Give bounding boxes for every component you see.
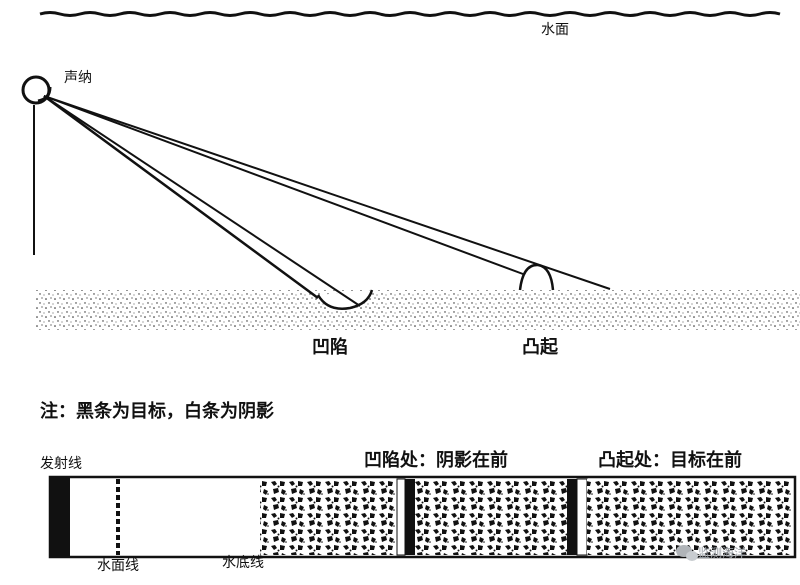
depression-shadow: [396, 478, 406, 556]
seabed: [36, 290, 800, 330]
beam-depression-near: [43, 94, 319, 300]
water-surface-line: [39, 11, 781, 17]
protrusion-label: 凸起: [522, 337, 558, 358]
transmit-line-label: 发射线: [40, 456, 82, 472]
water-surface-line-label: 水面线: [97, 558, 139, 574]
watermark-text: 监测海洋: [698, 546, 747, 560]
legend-note: 注：黑条为目标，白条为阴影: [40, 401, 274, 422]
seabed-texture-1: [260, 479, 397, 555]
sonar-label: 声纳: [64, 70, 92, 86]
depression-label: 凹陷: [312, 337, 348, 358]
seabed-texture-3: [587, 479, 793, 555]
beam-protrusion-near: [43, 95, 524, 275]
depression-caption: 凹陷处：阴影在前: [364, 450, 508, 471]
protrusion-shadow: [576, 478, 588, 556]
protrusion-caption: 凸起处：目标在前: [598, 450, 742, 471]
transmit-pulse-bar: [50, 477, 70, 557]
depression-target: [405, 479, 415, 555]
beam-protrusion-far: [43, 95, 611, 290]
sonar-record-strip: [48, 475, 797, 559]
seabed-texture-2: [415, 479, 567, 555]
beam-depression-far: [43, 95, 361, 307]
wechat-icon: [676, 545, 698, 561]
protrusion-target: [567, 479, 577, 555]
seabed-line-label: 水底线: [222, 555, 264, 571]
water-surface-label: 水面: [541, 22, 569, 38]
